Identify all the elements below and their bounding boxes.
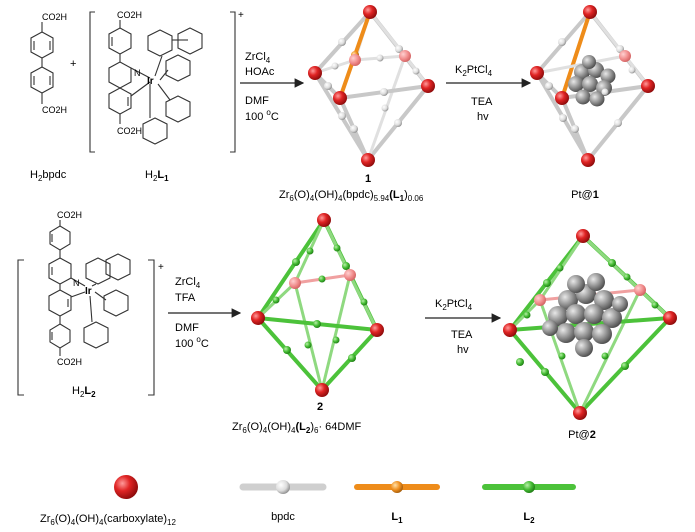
l2-ir-atom: Ir <box>85 286 92 297</box>
arrow4-tea: TEA <box>451 329 473 341</box>
mof-1-formula: Zr6(O)4(OH)4(bpdc)5.94(L1)0.06 <box>279 189 424 203</box>
arrow2-reagent-k2ptcl4: K2PtCl4 <box>455 64 493 78</box>
legend-bpdc-label: bpdc <box>271 511 295 523</box>
l2-co2h-top: CO2H <box>57 210 82 220</box>
mof-2-label: 2 <box>317 401 323 413</box>
plus-sign: + <box>70 58 76 70</box>
h2bpdc-structure <box>30 22 54 104</box>
arrow3-temperature: 100 oC <box>175 335 209 350</box>
h2bpdc-co2h-bottom: CO2H <box>42 105 67 115</box>
arrow3-solvent: DMF <box>175 322 199 334</box>
arrow2-hv: hv <box>477 111 489 123</box>
h2l2-label: H2L2 <box>72 385 96 399</box>
l1-ir-atom: Ir <box>147 76 154 87</box>
l1-n-atom: N <box>134 68 141 78</box>
mof-1-octahedron <box>308 5 435 167</box>
l2-complex-structure <box>17 220 155 396</box>
legend: Zr6(O)4(OH)4(carboxylate)12 bpdc L1 L2 <box>40 475 576 527</box>
arrow3-reagent-tfa: TFA <box>175 292 196 304</box>
pt-at-1-octahedron <box>530 5 655 167</box>
l2-charge: + <box>158 262 164 273</box>
mof-1-label: 1 <box>365 173 371 185</box>
l2-co2h-bottom: CO2H <box>57 357 82 367</box>
pt-at-1-label: Pt@1 <box>571 189 599 201</box>
arrow3-reagent-zrcl4: ZrCl4 <box>175 276 201 290</box>
l1-co2h-bottom: CO2H <box>117 126 142 136</box>
mof-2-octahedron <box>251 213 384 397</box>
arrow1-reagent-hoac: HOAc <box>245 66 275 78</box>
legend-zr-cluster-label: Zr6(O)4(OH)4(carboxylate)12 <box>40 513 176 527</box>
legend-l1-icon <box>354 481 440 493</box>
l1-complex-structure <box>89 11 236 153</box>
legend-bpdc-icon <box>239 480 327 494</box>
l1-co2h-top: CO2H <box>117 10 142 20</box>
l2-n-atom: N <box>73 278 80 288</box>
legend-l2-icon <box>482 481 576 493</box>
arrow4-hv: hv <box>457 344 469 356</box>
legend-l2-label: L2 <box>523 511 535 525</box>
pt-at-2-label: Pt@2 <box>568 429 596 441</box>
arrow1-temperature: 100 oC <box>245 108 279 123</box>
arrow4-reagent-k2ptcl4: K2PtCl4 <box>435 298 473 312</box>
legend-zr-cluster-icon <box>114 475 138 499</box>
arrow1-reagent-zrcl4: ZrCl4 <box>245 51 271 65</box>
h2l1-label: H2L1 <box>145 169 169 183</box>
h2bpdc-co2h-top: CO2H <box>42 12 67 22</box>
h2bpdc-label: H2bpdc <box>30 169 67 183</box>
pt-nanoparticle-1 <box>568 55 616 107</box>
pt-at-2-octahedron <box>503 229 677 420</box>
pt-nanoparticle-2 <box>542 273 628 357</box>
l1-charge: + <box>238 10 244 21</box>
mof-2-formula: Zr6(O)4(OH)4(L2)6· 64DMF <box>232 421 361 435</box>
legend-l1-label: L1 <box>391 511 403 525</box>
arrow2-tea: TEA <box>471 96 493 108</box>
arrow1-solvent: DMF <box>245 95 269 107</box>
